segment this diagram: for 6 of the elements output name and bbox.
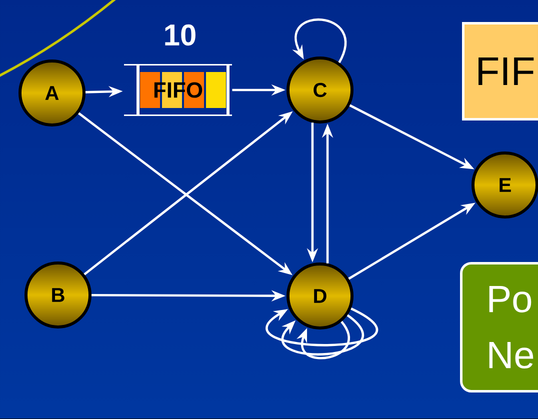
info-panel: Po Ne <box>460 262 538 392</box>
arrow <box>266 308 378 346</box>
note-box: FIF <box>462 22 538 120</box>
arrow <box>282 314 364 356</box>
queue-capacity: 10 <box>165 24 196 46</box>
arrow <box>296 321 350 360</box>
